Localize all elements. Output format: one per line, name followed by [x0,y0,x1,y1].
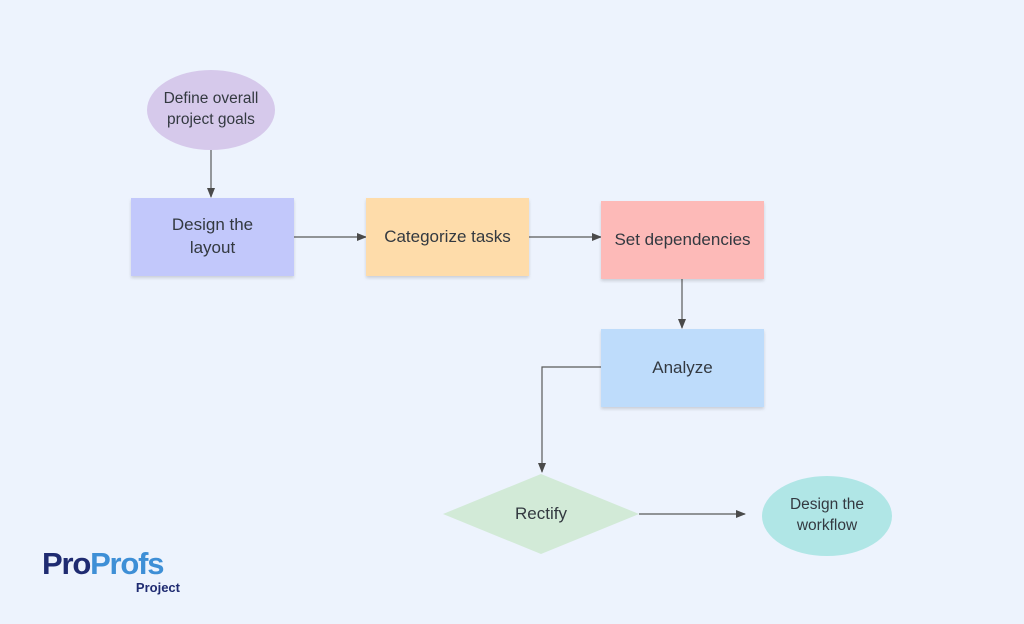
node-rectify-label: Rectify [515,503,567,523]
proprofs-project-logo: ProProfs Project [42,548,192,600]
node-design-workflow-line2: workflow [796,517,858,534]
logo-subtitle: Project [135,580,180,595]
node-design-workflow: Design the workflow [762,476,892,556]
node-set-dependencies: Set dependencies [601,201,764,279]
node-categorize-tasks: Categorize tasks [366,198,529,276]
node-analyze: Analyze [601,329,764,407]
logo-part-pro: Pro [42,546,91,581]
node-categorize-tasks-label: Categorize tasks [384,226,511,246]
node-analyze-label: Analyze [652,357,713,377]
node-define-goals-line1: Define overall [163,90,259,108]
node-define-goals: Define overall project goals [147,70,275,150]
edge-analyze-to-rectify [538,366,601,473]
node-design-workflow-line1: Design the [789,496,865,514]
node-design-layout-line1: Design the [171,215,254,235]
node-design-layout-line2: layout [189,238,236,257]
logo-wordmark: ProProfs [42,546,165,581]
node-design-layout: Design the layout [131,198,294,276]
node-define-goals-line2: project goals [167,111,255,128]
rectify-diamond-shape [443,474,639,554]
node-rectify: Rectify [442,473,640,555]
node-set-dependencies-label: Set dependencies [614,229,751,249]
logo-part-profs: Profs [90,546,164,581]
